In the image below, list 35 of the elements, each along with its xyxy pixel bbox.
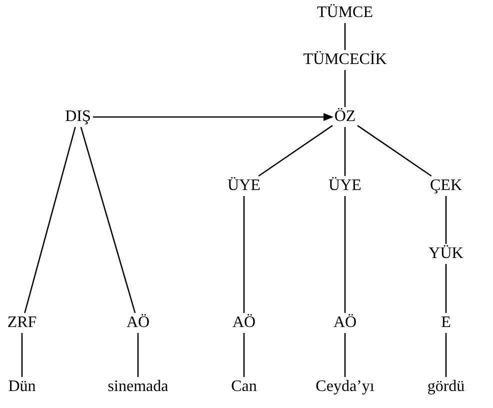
tree-line [344,23,346,50]
tree-node-label: AÖ [124,313,152,333]
tree-node-label: Dün [6,377,38,397]
tree-line [21,333,23,377]
tree-line [80,126,136,314]
arrow [93,113,334,121]
tree-line [357,125,432,177]
tree-line [344,70,346,107]
tree-node-label: ÇEK [428,176,464,196]
tree-node-label: AÖ [230,313,258,333]
tree-node-label: TÜMCE [315,3,375,23]
tree-node-label: ÖZ [332,107,358,127]
tree-line [137,333,139,377]
tree-node-label: Can [229,377,259,397]
tree-node-label: YÜK [426,244,466,264]
tree-line [344,196,346,313]
tree-node-label: E [439,313,453,333]
tree-node-label: sinemada [106,377,170,397]
tree-node-label: ÜYE [226,176,262,196]
tree-line [258,125,333,177]
tree-node-label: Ceyda’yı [314,377,376,397]
tree-line [24,126,76,314]
tree-node-label: ZRF [5,313,39,333]
tree-node-label: ÜYE [326,176,364,196]
tree-node-label: AÖ [331,313,359,333]
tree-line [344,127,346,176]
tree-node-label: TÜMCECİK [301,50,389,70]
tree-line [445,196,447,244]
tree-node-label: gördü [425,377,467,397]
tree-line [445,264,447,313]
tree-line [445,333,447,377]
tree-line [243,196,245,313]
tree-line [344,333,346,377]
tree-line [243,333,245,377]
tree-node-label: DIŞ [63,107,93,127]
